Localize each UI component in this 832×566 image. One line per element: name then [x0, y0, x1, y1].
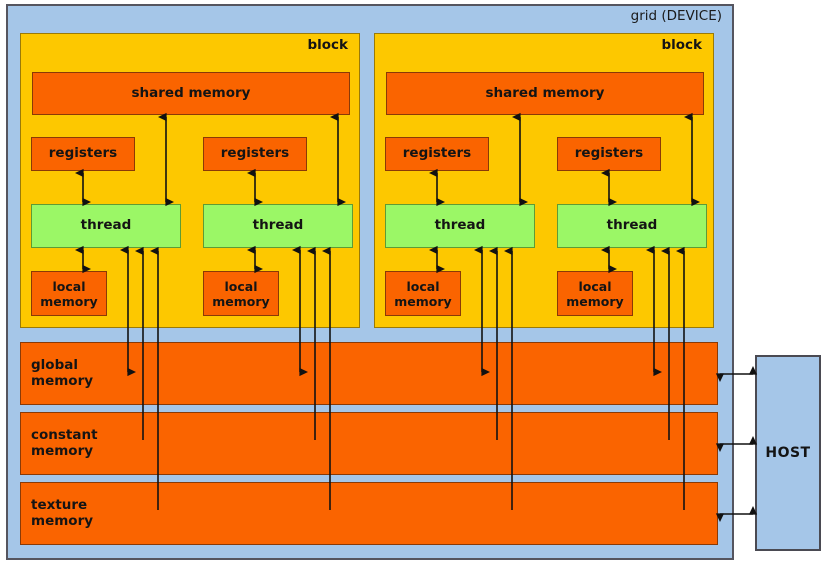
block-2-thread-2-registers: registers: [557, 137, 661, 171]
block-2-thread-1-local-memory-label: local memory: [394, 278, 452, 309]
block-1-label: block: [307, 37, 348, 53]
block-1-thread-1-registers-label: registers: [48, 145, 118, 162]
block-2-thread-1-registers: registers: [385, 137, 489, 171]
block-2-thread-1-local-memory: local memory: [385, 271, 461, 316]
block-2-thread-2-local-memory-label: local memory: [566, 278, 624, 309]
block-1-thread-2-label: thread: [252, 217, 304, 234]
block-1-thread-1-local-memory: local memory: [31, 271, 107, 316]
block-1-shared-memory: shared memory: [32, 72, 350, 115]
host-box: HOST: [755, 355, 821, 551]
block-2-label: block: [661, 37, 702, 53]
block-2-shared-memory: shared memory: [386, 72, 704, 115]
global-memory-label: global memory: [31, 356, 94, 389]
device-grid-label: grid (DEVICE): [630, 8, 722, 24]
block-1-thread-1-label: thread: [80, 217, 132, 234]
block-1-thread-1-local-memory-label: local memory: [40, 278, 98, 309]
block-2-thread-2-local-memory: local memory: [557, 271, 633, 316]
block-1-thread-2-local-memory-label: local memory: [212, 278, 270, 309]
block-1-thread-2-registers-label: registers: [220, 145, 290, 162]
block-1-thread-2: thread: [203, 204, 353, 248]
block-2-thread-1: thread: [385, 204, 535, 248]
constant-memory-label: constant memory: [31, 426, 98, 459]
block-1-thread-1: thread: [31, 204, 181, 248]
block-1-shared-memory-label: shared memory: [131, 84, 251, 101]
block-2-thread-1-label: thread: [434, 217, 486, 234]
block-2-thread-2-registers-label: registers: [574, 145, 644, 162]
block-2-thread-2: thread: [557, 204, 707, 248]
block-2-thread-2-label: thread: [606, 217, 658, 234]
block-2-shared-memory-label: shared memory: [485, 84, 605, 101]
texture-memory-label: texture memory: [31, 496, 94, 529]
block-1-thread-2-local-memory: local memory: [203, 271, 279, 316]
host-label: HOST: [765, 444, 811, 461]
texture-memory: texture memory: [20, 482, 718, 545]
global-memory: global memory: [20, 342, 718, 405]
block-2-thread-1-registers-label: registers: [402, 145, 472, 162]
block-1-thread-1-registers: registers: [31, 137, 135, 171]
block-1-thread-2-registers: registers: [203, 137, 307, 171]
constant-memory: constant memory: [20, 412, 718, 475]
